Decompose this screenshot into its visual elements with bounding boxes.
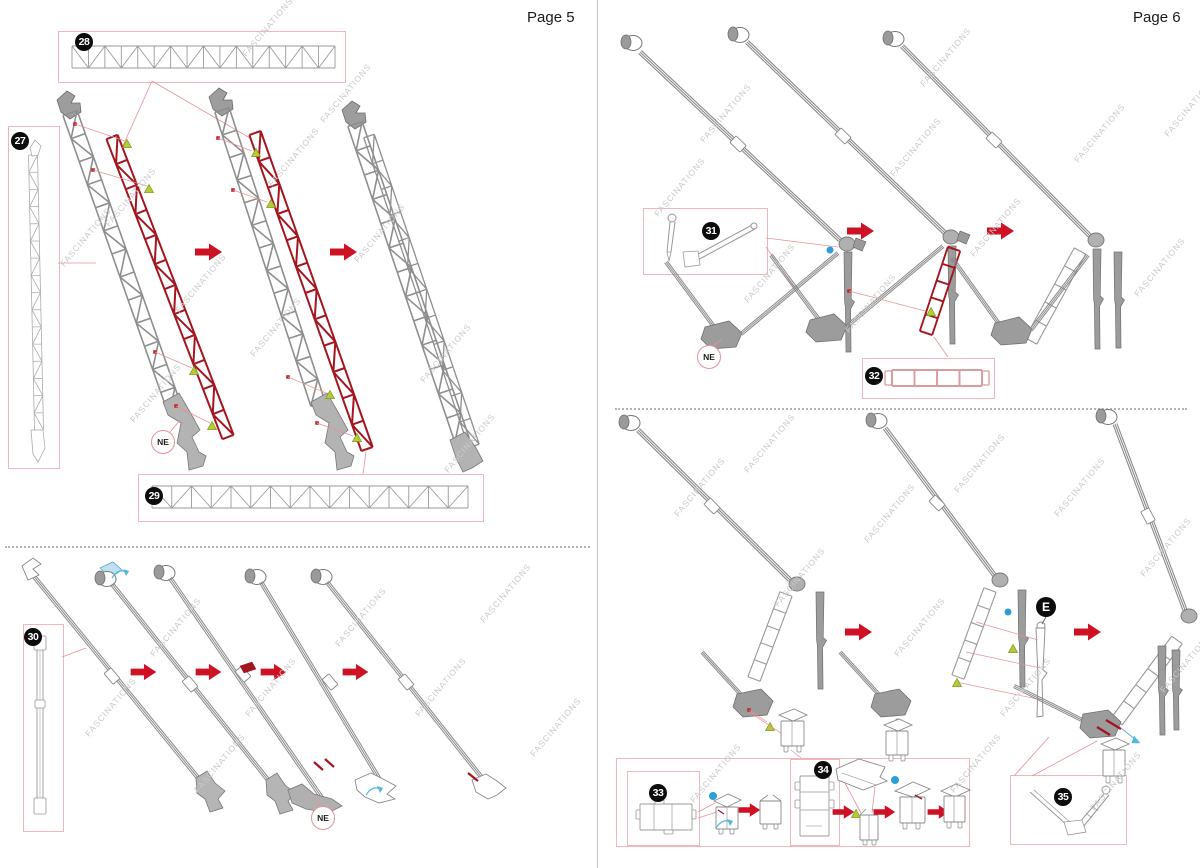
boom-assembly-2 <box>208 87 374 471</box>
step-33-badge: 33 <box>649 784 667 802</box>
step-34-box <box>790 759 840 846</box>
step-30-box <box>23 624 64 832</box>
ne-marker-2: NE <box>311 806 335 830</box>
step-29-box <box>138 474 484 522</box>
ne-marker-1: NE <box>151 430 175 454</box>
step-33-box <box>627 771 700 846</box>
step-34-badge: 34 <box>814 761 832 779</box>
lower-assembly-1 <box>618 414 827 759</box>
arrow-b1 <box>130 663 157 681</box>
arrow-5 <box>845 623 872 641</box>
step-33-34-outer-box <box>616 758 970 847</box>
step-28-box <box>58 31 346 83</box>
step-31-badge: 31 <box>702 222 720 240</box>
step32-leader <box>933 336 949 358</box>
arrow-b4 <box>342 663 369 681</box>
arrow-2 <box>330 243 357 261</box>
step-27-box <box>8 126 60 469</box>
page-label-left: Page 5 <box>527 9 575 26</box>
step-35-badge: 35 <box>1054 788 1072 806</box>
strut-piece-3 <box>153 564 343 814</box>
strut-piece-2 <box>94 561 296 815</box>
step-32-badge: 32 <box>865 367 883 385</box>
step28-piece <box>71 45 336 69</box>
boom-assembly-1 <box>56 90 235 471</box>
step29-leader <box>362 451 367 475</box>
section-divider-left <box>5 546 590 548</box>
step-29-badge: 29 <box>145 487 163 505</box>
arrow-6 <box>1074 623 1101 641</box>
page-divider <box>597 0 598 868</box>
step31-piece <box>666 213 758 268</box>
step30-piece <box>33 635 47 815</box>
step35-leaders <box>1013 736 1098 777</box>
step-31-box <box>643 208 768 275</box>
step-28-badge: 28 <box>75 33 93 51</box>
step-35-box <box>1010 775 1127 845</box>
step32-piece <box>884 369 990 387</box>
lower-assembly-2 <box>838 412 1048 762</box>
step33-leaders <box>697 802 718 819</box>
jib-assembly-1 <box>620 34 867 353</box>
lower-assembly-3 <box>1013 408 1198 784</box>
part-e-marker: E <box>1036 597 1056 617</box>
step34-piece <box>794 775 835 837</box>
step-32-box <box>862 358 995 399</box>
step28-leaders <box>121 80 251 149</box>
step-30-badge: 30 <box>24 628 42 646</box>
step29-piece <box>151 485 469 509</box>
arrow-3 <box>847 222 874 240</box>
ne-marker-3: NE <box>697 345 721 369</box>
strut-piece-5 <box>310 568 507 800</box>
strut-piece-4 <box>244 568 397 804</box>
step33-piece <box>635 799 697 835</box>
strut-piece-1 <box>21 557 226 813</box>
arrow-b3 <box>260 663 287 681</box>
fold-sequence-33 <box>709 792 782 835</box>
jib-assembly-2 <box>727 26 971 345</box>
fold-sequence-34 <box>832 758 972 846</box>
page-label-right: Page 6 <box>1133 9 1181 26</box>
arrow-b2 <box>195 663 222 681</box>
step27-piece <box>28 139 46 463</box>
section-divider-right <box>615 408 1187 410</box>
step30-leader <box>61 647 87 658</box>
jib-assembly-3 <box>882 30 1125 350</box>
boom-assembly-3 <box>341 100 484 473</box>
step35-piece <box>1029 785 1111 836</box>
arrow-4 <box>987 222 1014 240</box>
arrow-1 <box>195 243 222 261</box>
step-27-badge: 27 <box>11 132 29 150</box>
